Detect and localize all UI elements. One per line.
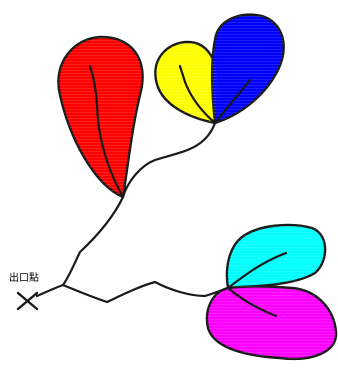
lower-branch	[63, 282, 228, 302]
red-balloon-hatch	[58, 37, 142, 197]
main-trunk	[63, 197, 123, 285]
exit-point-label: 出口點	[9, 271, 39, 284]
exit-point-marker	[18, 293, 37, 309]
exit-link	[37, 285, 63, 296]
branch-lines	[37, 123, 228, 302]
upper-branch	[123, 123, 215, 197]
hatch-overlay	[58, 15, 336, 359]
